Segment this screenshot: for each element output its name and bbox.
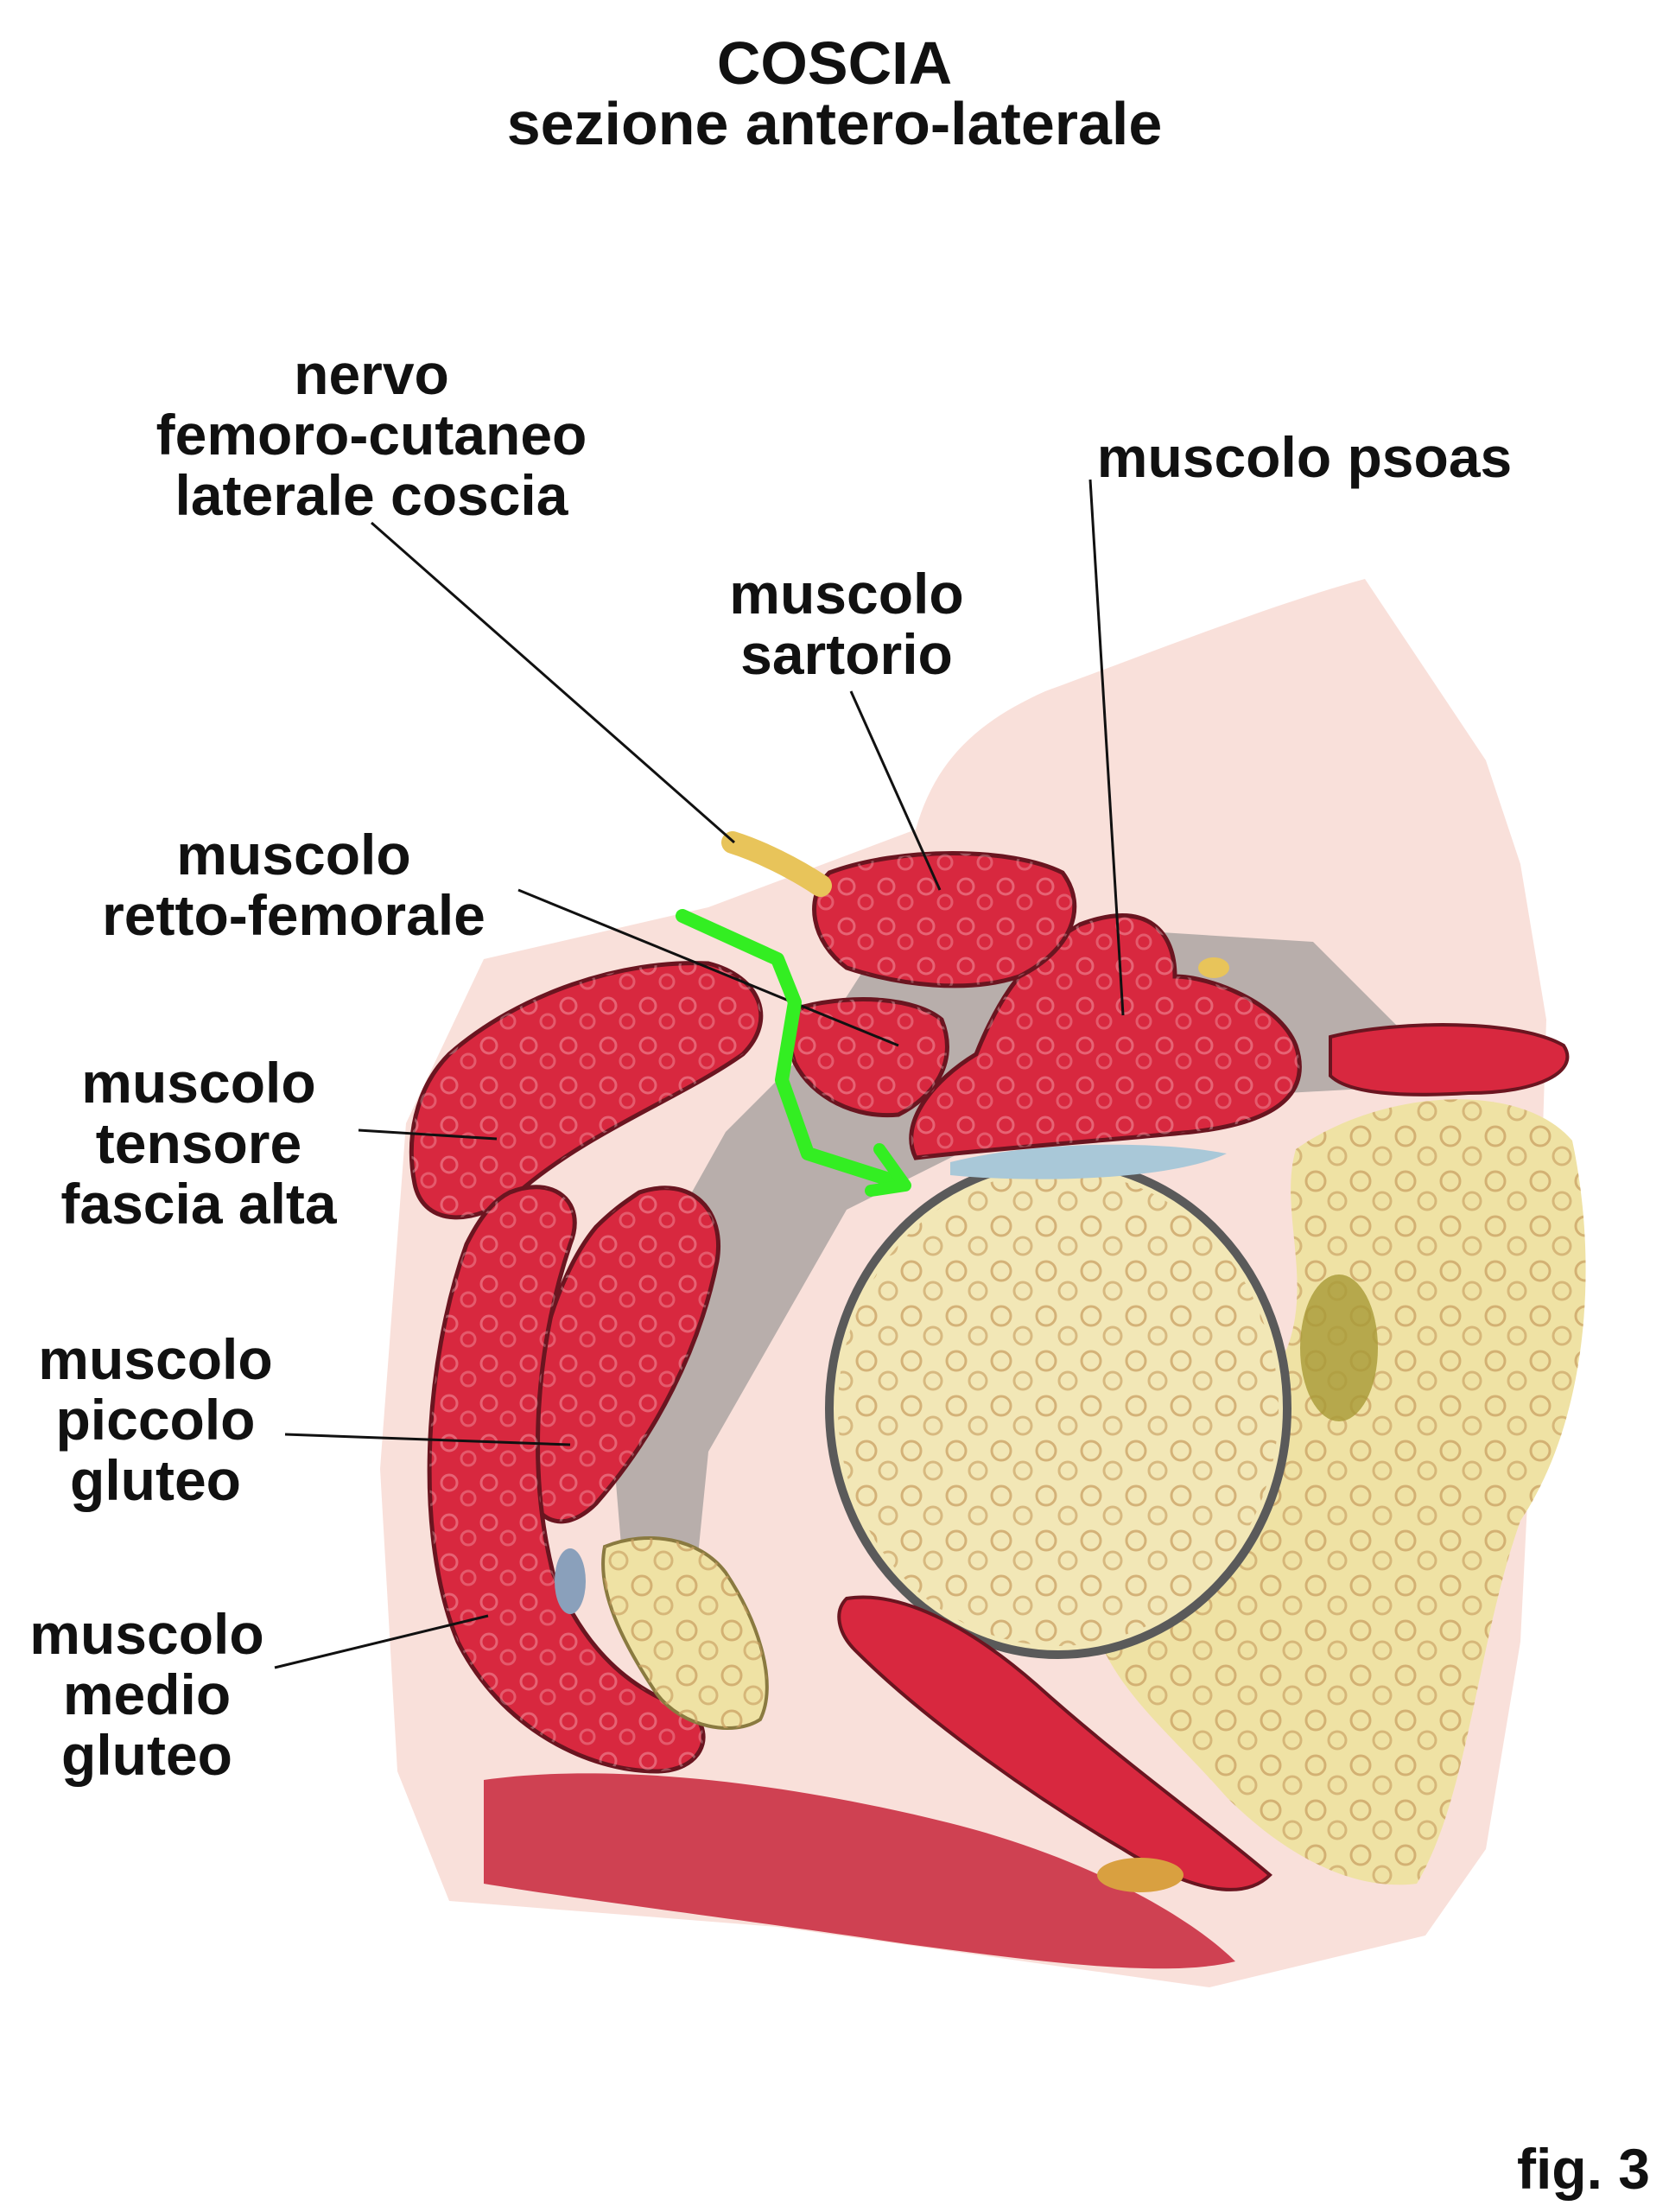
femoral-cutaneous-nerve xyxy=(721,831,832,897)
label-muscolo-sartorio: muscolo sartorio xyxy=(729,562,964,686)
green-arrow xyxy=(676,909,910,1191)
label-nervo-femoro-cutaneo: nervo femoro-cutaneo laterale coscia xyxy=(155,342,587,527)
cartilage xyxy=(950,1144,1227,1179)
label-muscolo-psoas: muscolo psoas xyxy=(1096,425,1513,489)
label-muscolo-piccolo-gluteo: muscolo piccolo gluteo xyxy=(38,1327,273,1512)
figure-title: COSCIA xyxy=(716,29,953,97)
figure-number: fig. 3 xyxy=(1516,2137,1650,2201)
pointer-lines xyxy=(274,479,1125,1669)
olive-structure xyxy=(1300,1274,1378,1421)
iliac-muscle xyxy=(1329,1023,1570,1096)
label-muscolo-tensore-fascia: muscolo tensore fascia alta xyxy=(60,1051,337,1236)
figure-subtitle: sezione antero-laterale xyxy=(506,90,1163,157)
label-muscolo-retto-femorale: muscolo retto-femorale xyxy=(102,823,485,947)
label-muscolo-medio-gluteo: muscolo medio gluteo xyxy=(29,1602,264,1787)
lower-muscle-band xyxy=(484,1773,1235,1969)
oblique-muscle xyxy=(837,1595,1272,1891)
